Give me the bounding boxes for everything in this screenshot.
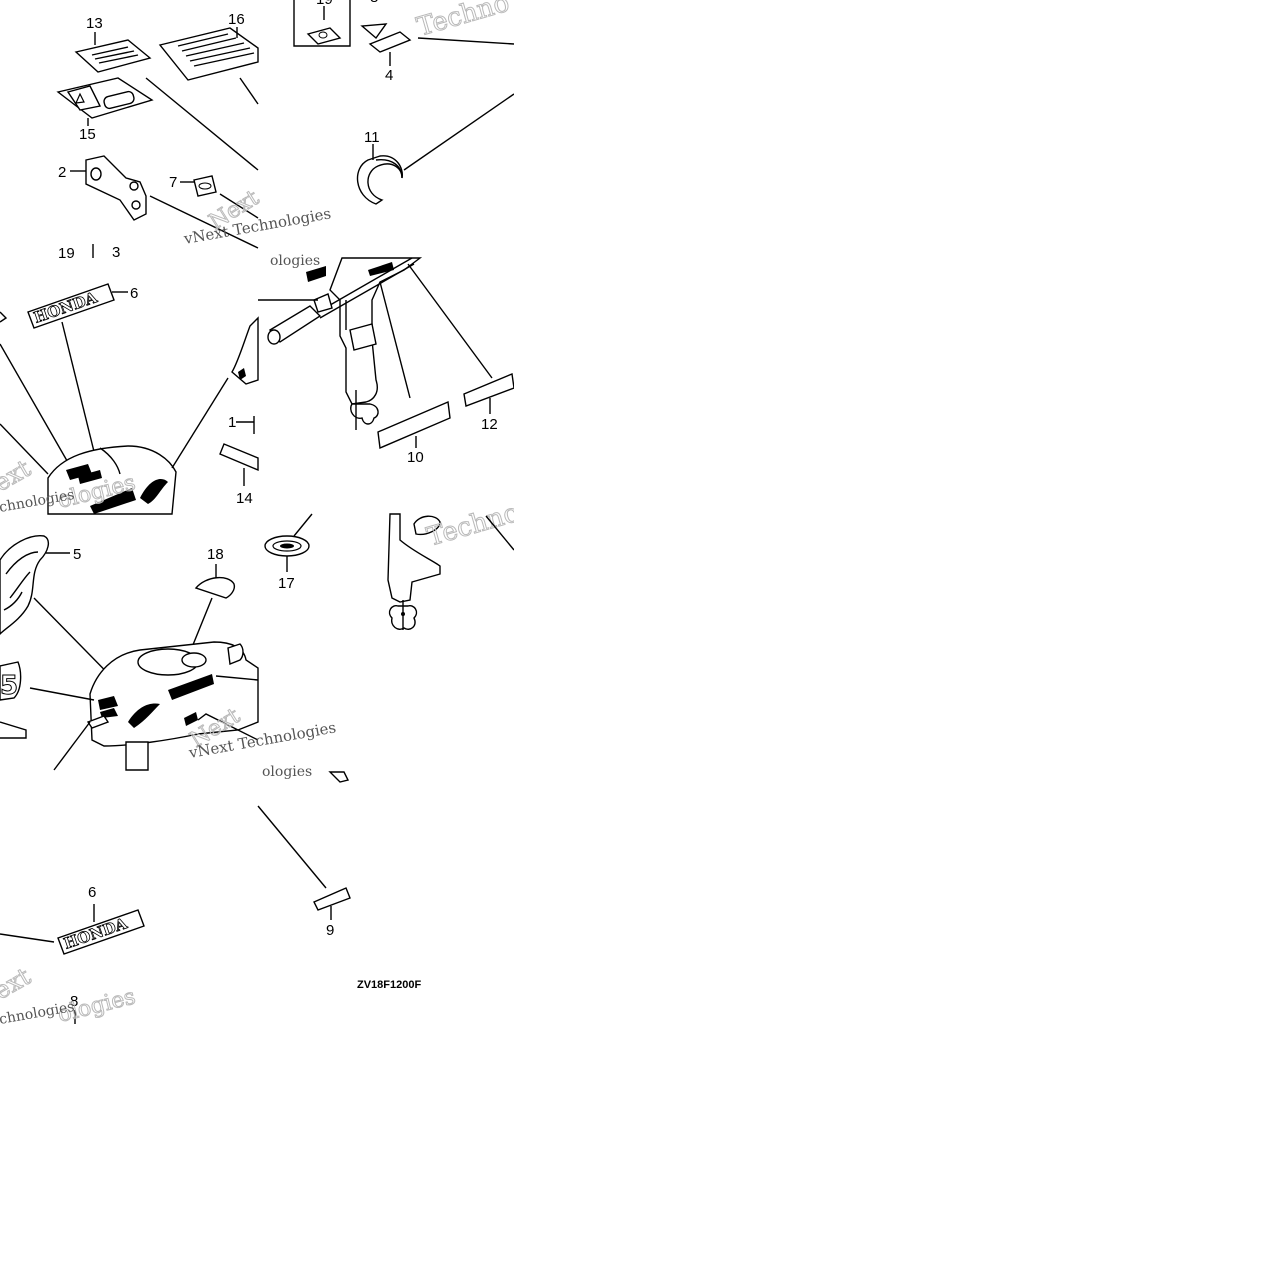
part-16-spec-label[interactable]	[158, 27, 259, 81]
callout-17: 17	[278, 575, 295, 592]
callout-19b: 19	[58, 245, 75, 262]
callout-11: 11	[364, 129, 380, 146]
callout-9: 9	[326, 922, 334, 939]
callout-1: 1	[228, 414, 236, 431]
callout-14: 14	[236, 490, 253, 507]
tile-bottom: ologies 9 HONDA 6 ZV18F1200F 8 ext ologi…	[0, 764, 421, 1028]
watermark-ext-2: ext	[0, 962, 36, 1005]
callout-6a: 6	[130, 285, 138, 302]
part-9-stripe[interactable]	[313, 887, 351, 911]
engine-cover-lower[interactable]	[86, 641, 259, 771]
part-11-band[interactable]	[356, 155, 403, 205]
tiller-handle[interactable]	[267, 257, 415, 345]
callout-16: 16	[228, 11, 245, 28]
outboard-lower-unit[interactable]	[306, 257, 423, 430]
part-2-gasket[interactable]	[85, 155, 147, 221]
watermark-ologies-3: ologies	[262, 764, 312, 780]
part-6-honda-emblem-2[interactable]: HONDA	[57, 909, 145, 955]
blank-area-right	[514, 0, 1285, 1285]
tile-lower-left: 5 18 5 Next	[0, 535, 337, 771]
watermark-techno-1: Techno	[414, 0, 513, 43]
part-18-cap-label[interactable]	[194, 577, 236, 599]
part-6-honda-emblem[interactable]: HONDA	[27, 283, 115, 329]
watermark-ext-1: ext	[0, 454, 36, 497]
part-7-small-emblem[interactable]	[193, 175, 217, 197]
watermark-vnext-1: vNext Technologies	[182, 204, 333, 248]
callout-2: 2	[58, 164, 66, 181]
engine-cover-upper[interactable]	[47, 445, 177, 515]
part-5-model-emblem[interactable]	[0, 535, 50, 635]
callout-5: 5	[73, 546, 81, 563]
part-13-manual-label[interactable]	[74, 39, 152, 73]
part-15-caution-label[interactable]	[56, 77, 154, 119]
callout-15: 15	[79, 126, 96, 143]
part-tiller-bracket[interactable]	[231, 316, 259, 385]
callout-18: 18	[207, 546, 224, 563]
part-10-stripe[interactable]	[377, 400, 451, 450]
callout-7: 7	[169, 174, 177, 191]
tile-top-right: 19 8 4 Techno 11	[293, 0, 515, 205]
watermark-techno-2: Techno	[424, 498, 523, 553]
tile-lower-middle: 17 Techno	[264, 497, 523, 630]
part-19-grommet[interactable]	[306, 27, 342, 45]
callout-6b: 6	[88, 884, 96, 901]
tile-top-left: 13 16 15 2	[56, 11, 333, 262]
part-17-grommet[interactable]	[264, 535, 310, 557]
callout-8: 8	[70, 993, 78, 1010]
callout-10: 10	[407, 449, 424, 466]
svg-text:5: 5	[0, 671, 18, 701]
callout-19a: 19	[316, 0, 333, 8]
callout-13: 13	[86, 15, 103, 32]
watermark-ologies-2: ologies	[270, 253, 320, 269]
part-14-stripe[interactable]	[219, 443, 259, 472]
part-5-digit-emblem[interactable]: 5	[0, 661, 22, 702]
callout-4: 4	[385, 67, 393, 84]
callout-8-top: 8	[370, 0, 378, 6]
svg-text:HONDA: HONDA	[31, 288, 99, 326]
tile-middle-right: ologies 10 12	[258, 253, 515, 466]
callout-3: 3	[112, 244, 120, 261]
tile-middle-left: HONDA 6 1 14 ext olog	[0, 283, 259, 516]
part-12-stripe[interactable]	[463, 373, 515, 407]
part-4-stripe[interactable]	[368, 31, 412, 53]
callout-12: 12	[481, 416, 498, 433]
blank-area-bottom	[0, 1026, 514, 1285]
part-tri-mark[interactable]	[360, 23, 388, 40]
outboard-leg-lower[interactable]	[387, 513, 441, 630]
svg-text:HONDA: HONDA	[61, 914, 129, 952]
diagram-code: ZV18F1200F	[357, 979, 421, 991]
